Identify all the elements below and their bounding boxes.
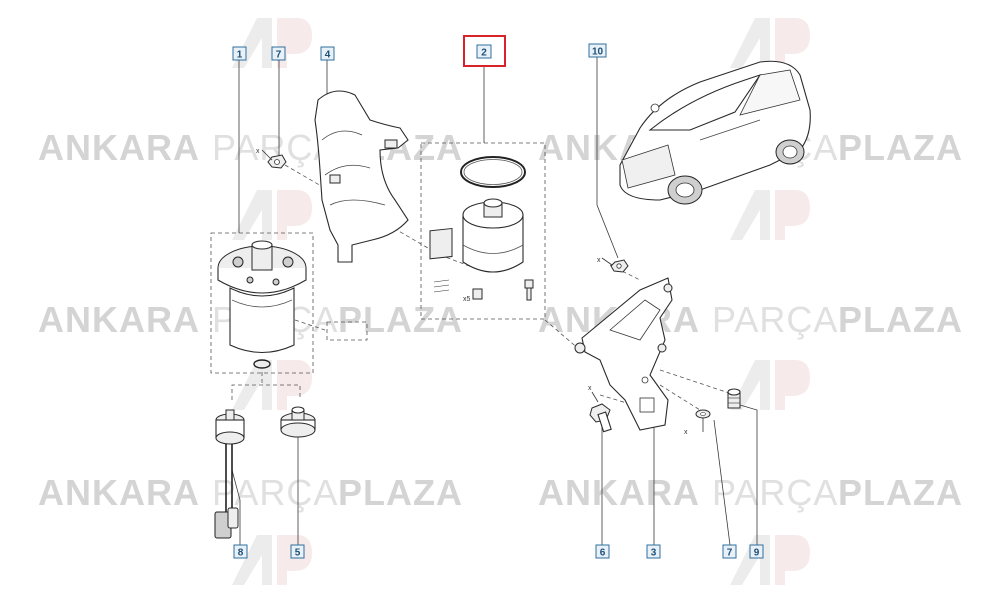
dash-line [659, 384, 701, 411]
callout-7-bottom[interactable]: 7 [722, 544, 737, 559]
leader-line [596, 57, 619, 259]
watermark-brand-bold: ANKARA [38, 472, 200, 513]
watermark-brand-bold: PLAZA [338, 299, 463, 340]
callout-number: 9 [754, 548, 760, 559]
part-8-sensor-probe [214, 409, 245, 539]
callout-1[interactable]: 1 [232, 46, 247, 61]
part-3-bracket [574, 277, 673, 431]
watermark-text-row-3: ANKARA PARÇA PLAZA ANKARA PARÇA PLAZA [38, 472, 963, 513]
callout-number: 4 [325, 50, 331, 61]
watermark-brand-bold: PLAZA [838, 127, 963, 168]
watermark-text-row-2: ANKARA PARÇA PLAZA ANKARA PARÇA PLAZA [38, 299, 963, 340]
leader-line [713, 419, 731, 546]
callout-4[interactable]: 4 [320, 46, 335, 61]
watermark-brand-bold: PLAZA [838, 472, 963, 513]
callout-number: 7 [727, 548, 733, 559]
watermark-logo-icon [730, 190, 810, 240]
part-10-nut: x [597, 257, 629, 273]
callout-number: 6 [600, 548, 606, 559]
callout-number: 10 [592, 47, 604, 58]
part-6-bolt: x [588, 385, 612, 433]
watermark-logo-icon [730, 18, 810, 68]
callout-number: 8 [238, 548, 244, 559]
callout-3[interactable]: 3 [646, 544, 661, 559]
x-mark-label: x [597, 257, 601, 264]
callout-number: 3 [651, 548, 657, 559]
watermark-brand-bold: ANKARA [538, 472, 700, 513]
instruction-leaflet-icon [429, 227, 453, 260]
part-1-filter-housing [217, 240, 307, 369]
x-mark-label: x [256, 148, 260, 155]
watermark-brand-bold: PLAZA [338, 472, 463, 513]
part-5-connector-cap [280, 406, 316, 438]
seal-washer-icon [472, 288, 483, 300]
drain-screw-icon [524, 279, 534, 289]
callout-2[interactable]: 2 [476, 44, 492, 59]
watermark-brand-light: PARÇA [712, 472, 838, 513]
callout-5[interactable]: 5 [290, 544, 305, 559]
watermark-text-row-1: ANKARA PARÇA PLAZA ANKARA PARÇA PLAZA [38, 127, 963, 168]
leader-line [231, 469, 241, 545]
callout-number: 7 [276, 50, 282, 61]
watermark-logo-icon [232, 360, 312, 410]
filter-assembly-frame [210, 232, 314, 374]
dash-line [544, 319, 581, 351]
dash-line [609, 264, 641, 281]
x-mark-label: x [684, 429, 688, 436]
part-7-nut-top: x [256, 148, 287, 169]
callout-10[interactable]: 10 [588, 43, 607, 58]
watermark-brand-bold: PLAZA [838, 299, 963, 340]
watermark-brand-light: PARÇA [712, 299, 838, 340]
quantity-label: x5 [463, 296, 471, 303]
x-mark-label: x [588, 385, 592, 392]
watermark-logo-icon [232, 190, 312, 240]
dash-line [284, 164, 441, 256]
callout-9[interactable]: 9 [749, 544, 764, 559]
dash-line [231, 384, 301, 400]
part-2-filter-kit: x5 [429, 156, 534, 303]
callout-number: 1 [237, 50, 243, 61]
filter-kit-frame [420, 142, 546, 320]
part-9-nut [727, 388, 741, 409]
leader-line [739, 404, 758, 545]
dash-line [659, 369, 736, 396]
selected-part-highlight [463, 35, 506, 67]
dash-line [294, 319, 326, 331]
part-4-heat-shield [314, 90, 409, 263]
callout-number: 2 [481, 48, 487, 59]
callout-number: 5 [295, 548, 301, 559]
watermark-logo-icon [232, 535, 312, 585]
watermark-logo-icon [730, 360, 810, 410]
callout-8[interactable]: 8 [233, 544, 248, 559]
part-7-washer-bottom: x [684, 409, 711, 436]
watermark-brand-bold: ANKARA [38, 127, 200, 168]
dash-placeholder-box [326, 321, 368, 341]
watermark-logo-icon [730, 535, 810, 585]
callout-6[interactable]: 6 [595, 544, 610, 559]
watermark-brand-light: PARÇA [212, 472, 338, 513]
leader-lines [231, 57, 758, 546]
watermark-brand-bold: ANKARA [38, 299, 200, 340]
callout-7-top[interactable]: 7 [271, 46, 286, 61]
vehicle-illustration [619, 60, 811, 205]
